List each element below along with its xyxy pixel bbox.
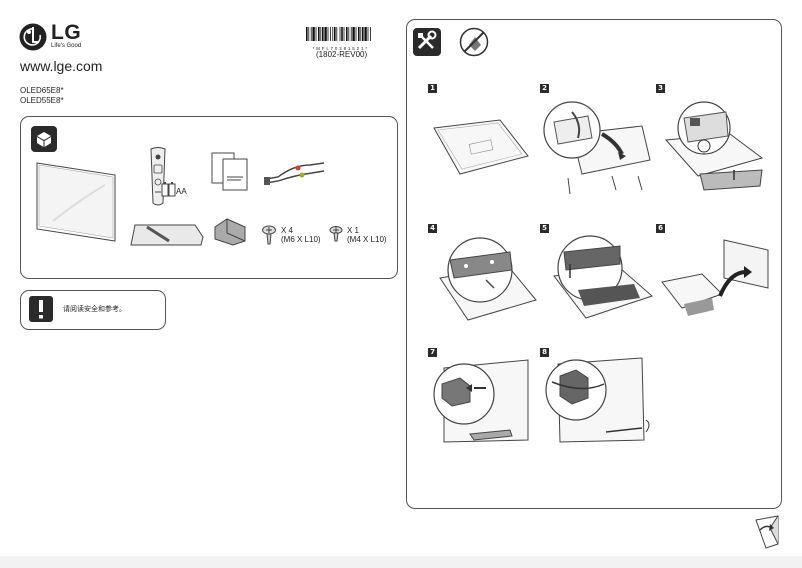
barcode-bar — [348, 27, 350, 41]
step-1-illustration — [433, 119, 529, 175]
warning-text: 请阅读安全和参考。 — [63, 305, 126, 313]
barcode-bar — [360, 27, 362, 41]
barcode-bar — [350, 27, 352, 41]
barcode-bar — [322, 27, 324, 41]
barcode-bar — [312, 27, 315, 41]
barcode-bar — [336, 27, 338, 41]
screw-m4-qty: X 1 — [347, 226, 360, 235]
step-5-illustration — [553, 235, 653, 319]
barcode-bar — [327, 27, 329, 41]
brand-tagline: Life's Good — [51, 43, 82, 49]
components-panel: AA X 4 (M6 X L10) X 1 (M4 X L10) — [20, 116, 398, 279]
screw-m4-icon — [329, 226, 343, 242]
barcode-bar — [334, 27, 336, 41]
screw-m6-icon — [262, 225, 276, 245]
lg-logo: LG Life's Good — [18, 21, 88, 52]
barcode-bar — [341, 27, 343, 41]
tools-icon — [413, 28, 441, 56]
stand-base-icon — [130, 224, 204, 246]
barcode-bar — [320, 27, 322, 41]
stand-bracket-icon — [214, 218, 246, 246]
battery-label: AA — [176, 187, 187, 196]
barcode-bar — [370, 27, 371, 41]
barcode-bar — [330, 27, 331, 41]
barcode-text: * M F L 7 0 2 8 1 5 2 1 * — [312, 46, 368, 51]
no-water-icon — [459, 27, 489, 57]
screw-m4-size: (M4 X L10) — [347, 235, 387, 244]
barcode-bar — [355, 27, 357, 41]
barcode-bar — [339, 27, 341, 41]
model-list: OLED65E8* OLED55E8* — [20, 86, 64, 106]
screw-m6-size: (M6 X L10) — [281, 235, 321, 244]
barcode-bar — [352, 27, 355, 41]
barcode-bar — [343, 27, 345, 41]
barcode: * M F L 7 0 2 8 1 5 2 1 * — [306, 27, 374, 51]
screw-m6-qty: X 4 — [281, 226, 294, 235]
warning-icon — [29, 296, 53, 322]
step-5-number: 5 — [540, 224, 549, 233]
step-7-number: 7 — [428, 348, 437, 357]
barcode-graphic — [306, 27, 371, 41]
step-8-number: 8 — [540, 348, 549, 357]
step-4-number: 4 — [428, 224, 437, 233]
step-6-number: 6 — [656, 224, 665, 233]
barcode-bar — [332, 27, 334, 41]
cables-icon — [264, 162, 325, 185]
brand-name: LG — [51, 21, 82, 44]
box-contents-icon — [31, 126, 57, 152]
website-url: www.lge.com — [20, 58, 103, 74]
step-1-number: 1 — [428, 84, 437, 93]
barcode-bar — [308, 27, 310, 41]
step-4-illustration — [439, 237, 537, 321]
barcode-bar — [318, 27, 320, 41]
barcode-bar — [315, 27, 317, 41]
step-2-number: 2 — [540, 84, 549, 93]
lg-logo-icon — [19, 23, 47, 51]
page-turn-icon[interactable] — [752, 514, 784, 550]
step-2-illustration — [543, 101, 651, 195]
barcode-bar — [358, 27, 360, 41]
tv-panel-icon — [36, 162, 116, 242]
step-6-illustration — [661, 239, 769, 316]
warning-panel: 请阅读安全和参考。 — [20, 290, 166, 330]
step-8-illustration — [545, 357, 650, 443]
model-2: OLED55E8* — [20, 96, 64, 105]
step-7-illustration — [433, 359, 529, 443]
document-revision: (1802-REV00) — [316, 50, 368, 59]
barcode-bar — [324, 27, 327, 41]
barcode-bar — [306, 27, 308, 41]
model-1: OLED65E8* — [20, 86, 64, 95]
step-3-illustration — [664, 101, 764, 191]
battery-icon — [161, 182, 176, 197]
step-3-number: 3 — [656, 84, 665, 93]
manuals-icon — [211, 152, 248, 191]
bottom-edge — [0, 556, 802, 568]
barcode-bar — [310, 27, 312, 41]
barcode-bar — [364, 27, 367, 41]
barcode-bar — [367, 27, 369, 41]
remote-control-icon — [150, 147, 166, 206]
barcode-bar — [362, 27, 364, 41]
barcode-bar — [346, 27, 348, 41]
